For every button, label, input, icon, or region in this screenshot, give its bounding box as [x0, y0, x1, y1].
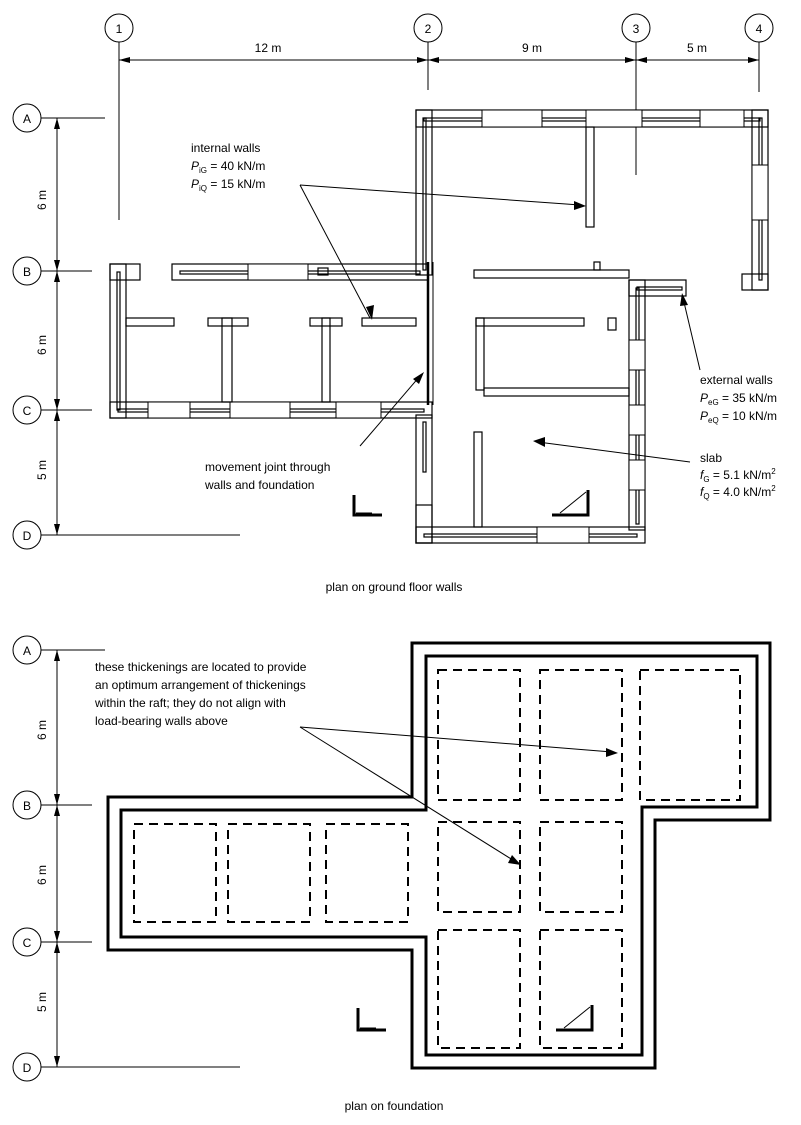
column-label-4: 4 [756, 22, 763, 36]
row-bubble-D-top: D [12, 520, 240, 550]
movement-joint-line-2: walls and foundation [204, 478, 314, 492]
external-walls-right [415, 109, 769, 544]
column-bubble-1: 1 [104, 13, 134, 43]
slab-fg: fG = 5.1 kN/m2 [700, 467, 776, 484]
row-label-B-bottom: B [23, 799, 31, 813]
ground-floor-plan: internal walls PiG = 40 kN/m PiQ = 15 kN… [109, 109, 777, 594]
internal-walls-pq: PiQ = 15 kN/m [191, 177, 265, 193]
column-bubble-3: 3 [621, 13, 651, 43]
dim-C-D-top: 5 m [35, 460, 49, 480]
slab-fq: fQ = 4.0 kN/m2 [700, 484, 776, 501]
row-bubble-D-bottom: D [12, 1052, 240, 1082]
external-walls-label: external walls PeG = 35 kN/m PeQ = 10 kN… [700, 373, 777, 425]
slab-label: slab fG = 5.1 kN/m2 fQ = 4.0 kN/m2 [700, 451, 776, 501]
external-walls-pq: PeQ = 10 kN/m [700, 409, 777, 425]
raft-outer-edge [106, 641, 772, 1070]
column-label-3: 3 [633, 22, 640, 36]
movement-joint-label: movement joint through walls and foundat… [204, 460, 330, 492]
row-bubble-C-bottom: C [12, 927, 92, 957]
section-marker-1 [352, 495, 382, 517]
dim-A-B-bottom: 6 m [35, 720, 49, 740]
external-walls-pg: PeG = 35 kN/m [700, 391, 777, 407]
row-label-C-bottom: C [23, 936, 32, 950]
column-grid-lines [118, 42, 760, 220]
row-label-D-top: D [23, 529, 32, 543]
internal-walls-title: internal walls [191, 141, 260, 155]
dim-3-4: 5 m [687, 41, 707, 55]
thickening-4 [437, 821, 521, 913]
column-label-1: 1 [116, 22, 123, 36]
section-marker-3 [356, 1008, 386, 1032]
foundation-caption: plan on foundation [345, 1099, 444, 1113]
row-bubble-A-bottom: A [12, 635, 105, 665]
note-line-2: an optimum arrangement of thickenings [95, 678, 306, 692]
dim-C-D-bottom: 5 m [35, 992, 49, 1012]
dim-B-C-top: 6 m [35, 335, 49, 355]
column-bubble-2: 2 [413, 13, 443, 43]
column-grid-bubbles: 1 2 3 4 [104, 13, 774, 43]
thickening-2 [539, 669, 623, 801]
row-bubble-C-top: C [12, 395, 92, 425]
row-bubble-A-top: A [12, 103, 105, 133]
row-label-A-bottom: A [23, 644, 31, 658]
column-bubble-4: 4 [744, 13, 774, 43]
movement-joint-line-1: movement joint through [205, 460, 330, 474]
thickening-5 [539, 821, 623, 913]
thickening-8 [133, 823, 217, 923]
movement-joint [426, 262, 434, 405]
row-label-A-top: A [23, 112, 31, 126]
foundation-plan: A B C D 6 [12, 635, 772, 1113]
row-bubble-B-top: B [12, 256, 92, 286]
note-line-1: these thickenings are located to provide [95, 660, 307, 674]
dim-B-C-bottom: 6 m [35, 865, 49, 885]
row-grid-bottom: A B C D 6 [12, 635, 240, 1082]
note-line-4: load-bearing walls above [95, 714, 228, 728]
internal-walls-label: internal walls PiG = 40 kN/m PiQ = 15 kN… [191, 141, 265, 193]
row-label-D-bottom: D [23, 1061, 32, 1075]
thickenings-note: these thickenings are located to provide… [94, 660, 618, 865]
external-walls-left [109, 263, 433, 419]
raft-inner-edge [119, 654, 759, 1057]
thickening-9 [227, 823, 311, 923]
thickening-1 [437, 669, 521, 801]
row-label-B-top: B [23, 265, 31, 279]
row-grid-top: A B C D 6 m 6 m 5 m [12, 103, 240, 550]
slab-title: slab [700, 451, 722, 465]
dim-A-B-top: 6 m [35, 190, 49, 210]
leaders-top [299, 184, 701, 463]
internal-walls [125, 126, 630, 528]
row-label-C-top: C [23, 404, 32, 418]
dim-2-3: 9 m [522, 41, 542, 55]
raft-thickenings [133, 669, 741, 1049]
internal-walls-pg: PiG = 40 kN/m [191, 159, 265, 175]
row-bubble-B-bottom: B [12, 790, 92, 820]
thickening-3 [639, 669, 741, 801]
external-walls-title: external walls [700, 373, 773, 387]
ground-floor-caption: plan on ground floor walls [326, 580, 463, 594]
thickening-7 [539, 929, 623, 1049]
thickening-10 [325, 823, 409, 923]
section-marker-2 [552, 490, 590, 517]
dim-1-2: 12 m [255, 41, 282, 55]
section-marker-4 [556, 1005, 594, 1032]
column-label-2: 2 [425, 22, 432, 36]
thickening-6 [437, 929, 521, 1049]
note-line-3: within the raft; they do not align with [94, 696, 286, 710]
column-dimensions: 12 m 9 m 5 m [119, 41, 759, 63]
